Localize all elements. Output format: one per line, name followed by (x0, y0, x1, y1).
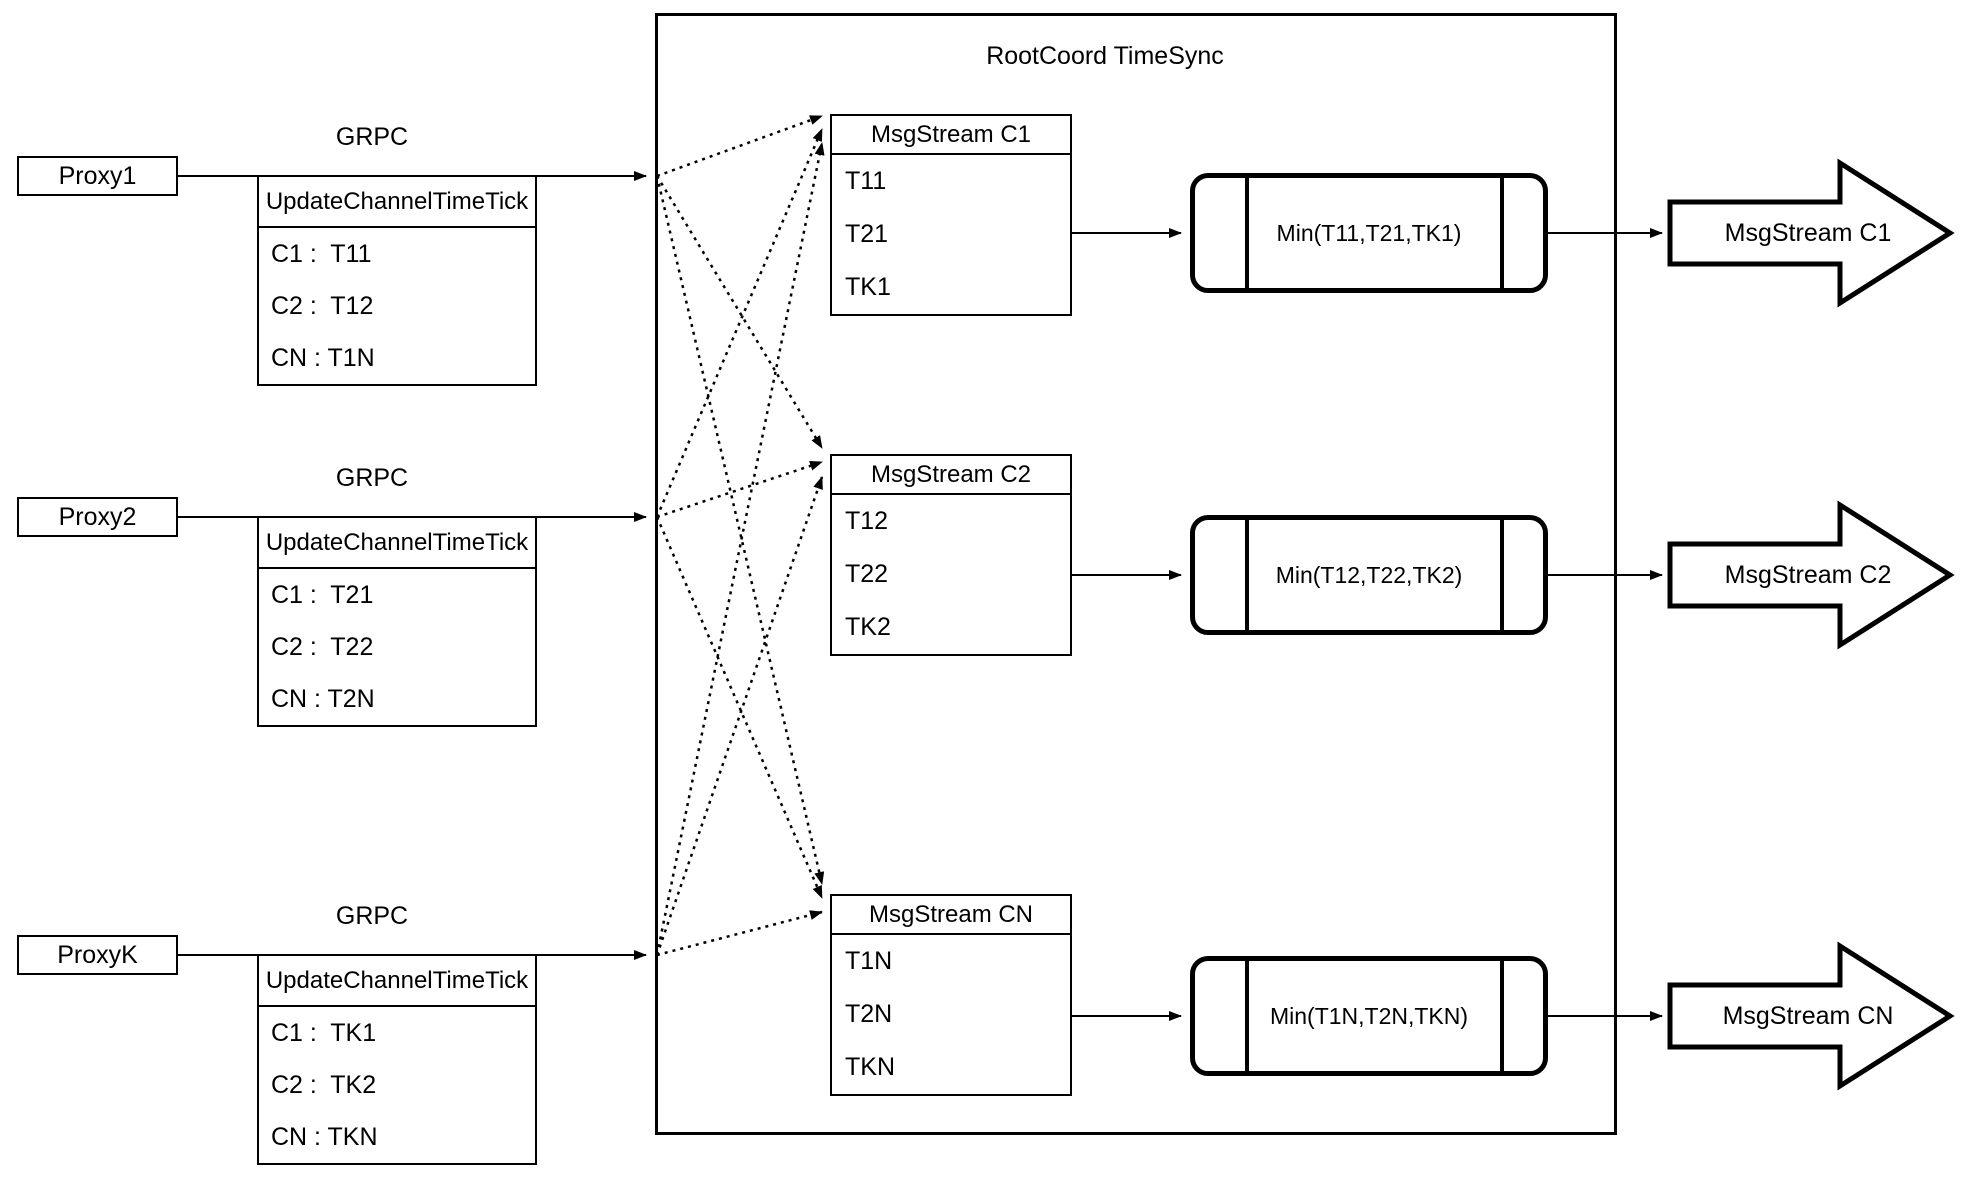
channel-timestamp-entry: C1 : TK1 (271, 1018, 377, 1047)
proxyk-label: ProxyK (57, 940, 138, 969)
proxy2-label: Proxy2 (58, 502, 137, 531)
timestamp-entry: T12 (845, 507, 889, 535)
timestamp-entry: T22 (845, 560, 889, 588)
min-box-divider (1245, 178, 1249, 288)
output-msgstream-label: MsgStream C2 (1724, 561, 1892, 589)
channel-timestamp-entry: C2 : T22 (271, 632, 374, 661)
channel-timestamp-entry: C1 : T11 (271, 239, 372, 268)
msgstream-c2-header: MsgStream C2 (832, 456, 1070, 495)
proxyk-box: ProxyK (17, 935, 178, 975)
msgstream-c1-header: MsgStream C1 (832, 116, 1070, 155)
channel-timestamp-entry: C1 : T21 (271, 580, 374, 609)
proxy2-box: Proxy2 (17, 497, 178, 537)
min-expression: Min(T11,T21,TK1) (1276, 219, 1462, 246)
update-channel-timetick-header: UpdateChannelTimeTick (259, 518, 535, 569)
min-box-divider (1500, 520, 1504, 630)
msgstream-cn-header: MsgStream CN (832, 896, 1070, 935)
timestamp-entry: TKN (845, 1053, 895, 1081)
update-channel-timetick-table: UpdateChannelTimeTick C1 : T11 C2 : T12 … (257, 175, 537, 386)
update-channel-timetick-header: UpdateChannelTimeTick (259, 956, 535, 1007)
output-msgstream-label: MsgStream C1 (1724, 219, 1892, 247)
min-box-divider (1500, 178, 1504, 288)
proxy1-label: Proxy1 (58, 161, 137, 190)
min-operator-box: Min(T1N,T2N,TKN) (1190, 956, 1548, 1076)
min-operator-box: Min(T12,T22,TK2) (1190, 515, 1548, 635)
channel-timestamp-entry: C2 : TK2 (271, 1070, 377, 1099)
grpc-label: GRPC (335, 123, 409, 151)
min-expression: Min(T12,T22,TK2) (1275, 561, 1463, 588)
msgstream-c1-table: MsgStream C1 T11 T21 TK1 (830, 114, 1072, 316)
update-channel-timetick-table: UpdateChannelTimeTick C1 : TK1 C2 : TK2 … (257, 954, 537, 1165)
timestamp-entry: TK2 (845, 613, 891, 641)
min-box-divider (1245, 961, 1249, 1071)
output-msgstream-label: MsgStream CN (1722, 1002, 1894, 1030)
timestamp-entry: T11 (845, 167, 887, 195)
grpc-label: GRPC (335, 464, 409, 492)
timestamp-entry: T2N (845, 1000, 893, 1028)
output-fat-arrow-shapes (1667, 158, 1955, 1091)
rootcoord-timesync-title: RootCoord TimeSync (986, 42, 1224, 70)
msgstream-c2-table: MsgStream C2 T12 T22 TK2 (830, 454, 1072, 656)
grpc-label: GRPC (335, 902, 409, 930)
channel-timestamp-entry: CN : T2N (271, 684, 375, 713)
update-channel-timetick-table: UpdateChannelTimeTick C1 : T21 C2 : T22 … (257, 516, 537, 727)
min-box-divider (1500, 961, 1504, 1071)
channel-timestamp-entry: CN : TKN (271, 1122, 378, 1151)
proxy1-box: Proxy1 (17, 156, 178, 196)
min-operator-box: Min(T11,T21,TK1) (1190, 173, 1548, 293)
msgstream-cn-table: MsgStream CN T1N T2N TKN (830, 894, 1072, 1096)
timestamp-entry: TK1 (845, 273, 891, 301)
timestamp-entry: T21 (845, 220, 889, 248)
channel-timestamp-entry: CN : T1N (271, 343, 375, 372)
min-expression: Min(T1N,T2N,TKN) (1269, 1002, 1469, 1029)
timestamp-entry: T1N (845, 947, 893, 975)
update-channel-timetick-header: UpdateChannelTimeTick (259, 177, 535, 228)
min-box-divider (1245, 520, 1249, 630)
channel-timestamp-entry: C2 : T12 (271, 291, 374, 320)
